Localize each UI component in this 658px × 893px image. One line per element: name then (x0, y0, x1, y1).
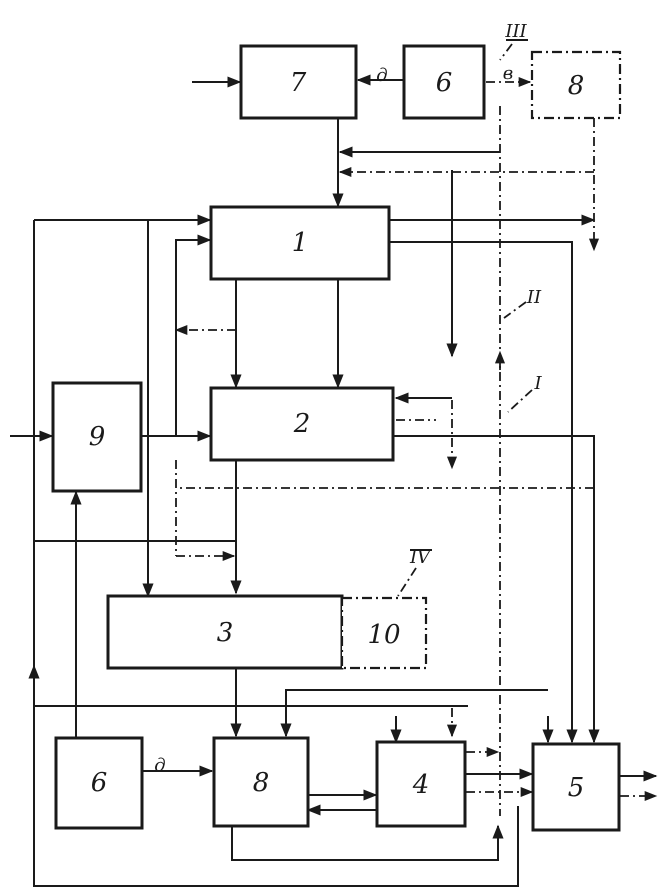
block-5-label: 5 (568, 773, 585, 803)
block-10: 10 (340, 596, 428, 670)
block-8-bottom: 8 (212, 736, 310, 828)
link-1-to-5 (390, 241, 578, 744)
solid-connections (10, 74, 658, 887)
marker-d-bottom: д (154, 755, 165, 776)
block-7-label: 7 (290, 68, 307, 98)
block-7: 7 (239, 44, 358, 120)
block-3: 3 (106, 594, 344, 670)
block-8-bottom-label: 8 (253, 768, 270, 798)
label-III: III (504, 21, 527, 42)
label-II: II (526, 287, 542, 308)
block-6-bottom: 6 (54, 736, 144, 830)
outer-feedback-loop (28, 664, 519, 887)
block-6-bottom-label: 6 (91, 768, 108, 798)
label-I-leader (507, 389, 533, 413)
block-2-label: 2 (293, 409, 311, 439)
block-5: 5 (531, 742, 621, 832)
block-6-top-label: 6 (436, 68, 453, 98)
block-1: 1 (209, 205, 391, 281)
link-5-to-8 (280, 689, 548, 738)
label-IV: IV (409, 547, 432, 568)
block-8-top: 8 (530, 50, 622, 120)
label-III-leader (499, 43, 513, 61)
left-rise-to-1 (175, 234, 212, 436)
marker-d-top: д (376, 65, 387, 86)
label-II-leader (503, 301, 527, 319)
block-9-label: 9 (89, 422, 106, 452)
block-4-label: 4 (412, 770, 430, 800)
block-8-top-label: 8 (568, 71, 585, 101)
block-4: 4 (375, 740, 467, 828)
block-9: 9 (51, 381, 143, 493)
bottom-loop-8 (231, 824, 504, 861)
block-6-top: 6 (402, 44, 486, 120)
label-IV-leader (397, 567, 417, 597)
markers: д в д III II I IV (154, 21, 542, 776)
link-2-to-5 (394, 435, 600, 744)
block-2: 2 (209, 386, 395, 462)
dashed-connections (174, 76, 658, 816)
block-1-label: 1 (292, 228, 309, 258)
block-10-label: 10 (367, 620, 400, 650)
block-3-label: 3 (217, 618, 234, 648)
label-I: I (533, 373, 542, 394)
marker-v-top: в (503, 63, 513, 84)
